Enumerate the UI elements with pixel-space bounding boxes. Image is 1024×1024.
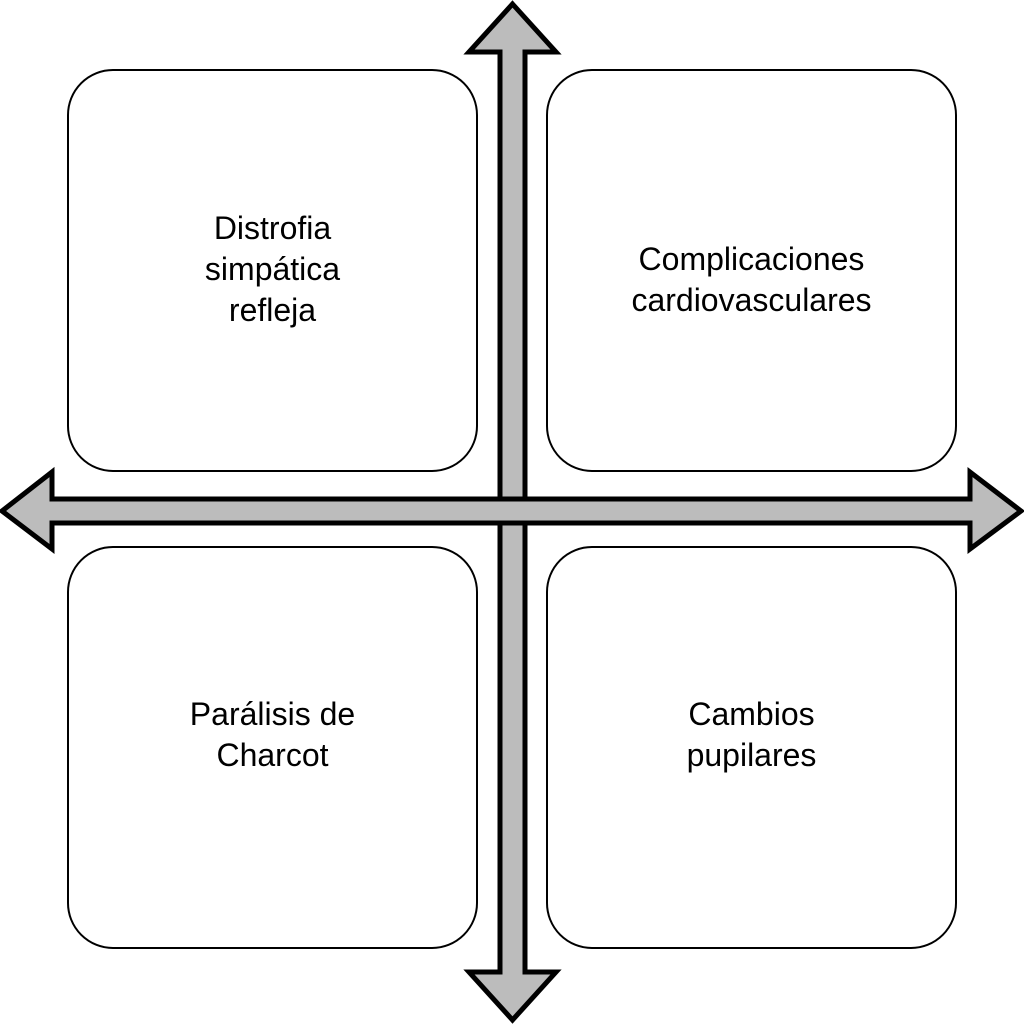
quadrant-box-bottom-right[interactable]: Cambios pupilares [546,546,957,949]
horizontal-double-arrow-icon [0,466,1024,555]
quadrant-label-bottom-right: Cambios pupilares [686,696,817,773]
quadrant-box-top-left[interactable]: Distrofia simpática refleja [67,69,478,472]
quadrant-label-bottom-left: Parálisis de Charcot [189,696,356,773]
quadrant-box-top-right[interactable]: Complicaciones cardiovasculares [546,69,957,472]
quadrant-box-bottom-left[interactable]: Parálisis de Charcot [67,546,478,949]
quadrant-label-top-right: Complicaciones cardiovasculares [631,240,872,318]
quadrant-label-top-left: Distrofia simpática refleja [204,210,341,328]
